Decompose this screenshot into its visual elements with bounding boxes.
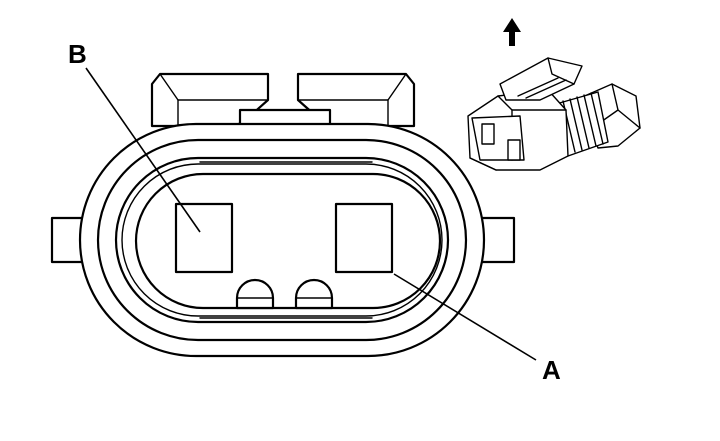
connector-face-view: B A — [50, 39, 561, 385]
inset-terminal-b — [481, 123, 495, 145]
leader-line-b — [85, 67, 201, 233]
terminal-b-label: B — [68, 39, 87, 69]
housing-inner-shell — [96, 138, 468, 342]
terminal-a-cavity — [334, 202, 394, 274]
up-arrow-icon — [503, 18, 521, 46]
ribbed-seal — [555, 91, 609, 157]
connector-isometric-inset — [467, 18, 641, 171]
top-latches — [150, 72, 416, 130]
keying-bumps — [235, 278, 334, 310]
terminal-a-label: A — [542, 355, 561, 385]
seal-ring-outer — [114, 156, 450, 324]
inset-terminal-a — [507, 139, 521, 161]
seal-ring-middle — [121, 163, 443, 317]
terminal-b-cavity — [174, 202, 234, 274]
housing-outer-shell — [78, 122, 486, 358]
leader-line-a — [393, 273, 537, 361]
seal-ring-inner — [134, 172, 442, 310]
